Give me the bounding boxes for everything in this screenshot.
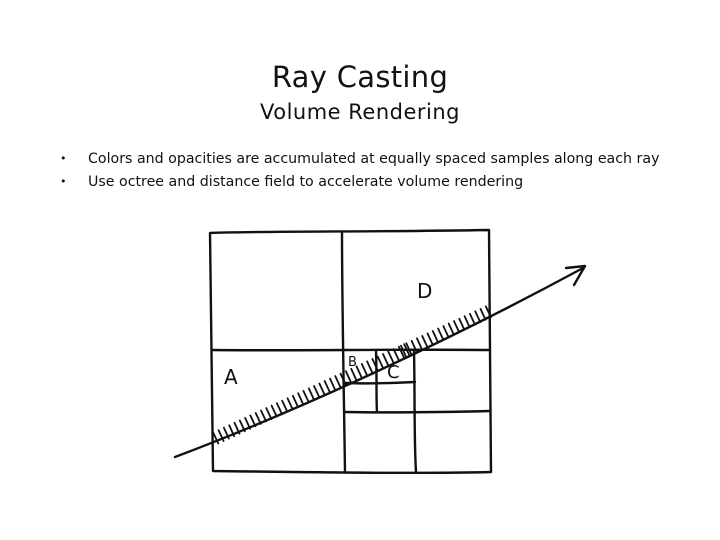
ray-sample-tick — [371, 357, 379, 371]
ray-sample-tick — [400, 344, 407, 358]
ray-sample-tick — [415, 337, 423, 351]
ray-sample-tick — [249, 414, 257, 428]
ray-sample-tick — [212, 431, 220, 445]
bullet-item: • Colors and opacities are accumulated a… — [60, 149, 690, 169]
ray-sample-tick — [217, 429, 225, 443]
horizontal-divider-quadrant — [343, 409, 492, 414]
label-c: C — [387, 362, 400, 383]
ray-sample-tick — [447, 322, 455, 336]
ray-sample-tick — [270, 404, 278, 418]
vertical-divider-sub — [374, 349, 379, 414]
ray-sample-tick — [355, 365, 363, 379]
ray-sample-tick — [265, 407, 273, 420]
ray — [173, 264, 587, 459]
ray-sample-tick — [222, 426, 230, 440]
ray-sample-tick — [392, 348, 400, 361]
bullet-text: Use octree and distance field to acceler… — [88, 174, 524, 190]
ray-sample-tick — [286, 397, 294, 411]
slide-title: Ray Casting — [271, 60, 449, 94]
ray-sample-tick — [318, 382, 326, 396]
bullet-marker: • — [60, 175, 67, 188]
ray-sample-tick — [458, 317, 466, 331]
ray-sample-tick — [387, 350, 395, 364]
ray-sample-tick — [254, 412, 262, 425]
slide-subtitle: Volume Rendering — [259, 100, 460, 124]
ray-sample-tick — [410, 339, 418, 353]
ray-sample-tick — [437, 327, 445, 341]
ray-sample-tick — [281, 399, 289, 413]
ray-sample-tick — [329, 377, 336, 391]
vertical-divider-quadrant — [412, 348, 418, 474]
label-d: D — [417, 279, 432, 303]
ray-sample-tick — [479, 307, 487, 321]
vertical-divider-main — [340, 230, 347, 474]
ray-sample-tick — [426, 332, 434, 346]
label-a: A — [224, 365, 238, 389]
ray-sample-tick — [484, 305, 492, 319]
ray-sample-tick — [238, 419, 246, 433]
ray-sample-tick — [421, 334, 429, 348]
ray-sample-tick — [344, 370, 352, 384]
ray-sample-tick — [463, 315, 471, 329]
ray-sample-tick — [275, 402, 283, 416]
ray-sample-tick — [360, 362, 368, 376]
ray-sample-tick — [468, 312, 476, 326]
ray-sample-tick — [366, 360, 374, 374]
octree-grid — [208, 228, 493, 475]
bullet-text: Colors and opacities are accumulated at … — [88, 151, 660, 167]
bullet-item: • Use octree and distance field to accel… — [60, 172, 690, 192]
ray-arrowhead — [564, 264, 587, 287]
horizontal-divider-main — [210, 348, 492, 352]
ray-sample-tick — [302, 389, 310, 403]
region-labels: A B C D — [224, 279, 432, 389]
bullet-list: • Colors and opacities are accumulated a… — [60, 149, 690, 195]
ray-sample-tick — [323, 380, 331, 393]
ray-sample-tick — [431, 330, 439, 343]
ray-sample-tick — [474, 310, 482, 324]
ray-sample-tick — [442, 325, 450, 338]
ray-sample-tick — [297, 392, 305, 406]
ray-sample-tick — [397, 345, 405, 359]
ray-sample-tick — [313, 385, 321, 398]
ray-sample-tick — [244, 416, 252, 430]
ray-sample-tick — [376, 355, 384, 369]
ray-sample-tick — [334, 375, 342, 388]
outer-box — [208, 228, 493, 475]
bullet-marker: • — [60, 152, 67, 165]
ray-sample-tick — [382, 353, 389, 366]
ray-sample-tick — [260, 409, 268, 423]
ray-sample-tick — [405, 342, 413, 356]
ray-sample-tick — [403, 343, 411, 357]
ray-sample-tick — [307, 387, 315, 401]
ray-sample-tick — [233, 421, 241, 435]
ray-sample-tick — [453, 320, 460, 333]
ray-sample-tick — [339, 372, 347, 386]
ray-sample-ticks — [212, 305, 492, 445]
label-b: B — [348, 355, 357, 370]
ray-sample-tick — [350, 367, 358, 381]
ray-sample-tick — [228, 424, 236, 438]
ray-sample-tick — [291, 394, 299, 408]
